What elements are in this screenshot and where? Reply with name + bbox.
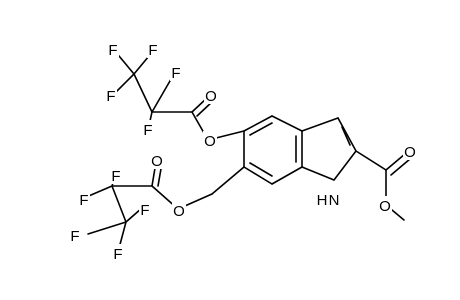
bond: [243, 166, 273, 185]
bond: [249, 162, 273, 177]
bond: [211, 166, 245, 195]
bond: [341, 126, 351, 146]
bond: [87, 221, 127, 235]
atom-fluorine: F: [143, 122, 152, 139]
atom-fluorine: F: [108, 42, 117, 59]
atom-fluorine: F: [79, 192, 88, 209]
atom-labels: F F F F F O O F F F F F O O H N O: [69, 40, 417, 263]
atom-fluorine: F: [140, 202, 149, 219]
bond: [333, 150, 357, 181]
bond: [133, 73, 153, 113]
bond: [355, 150, 387, 171]
atom-nitrogen: N: [329, 192, 340, 209]
atom-fluorine: F: [148, 42, 157, 59]
atom-oxygen: O: [204, 133, 216, 150]
bond: [385, 153, 406, 171]
atom-fluorine: F: [111, 168, 120, 185]
atom-oxygen: O: [404, 144, 416, 161]
atom-oxygen: O: [173, 203, 185, 220]
bond: [271, 166, 303, 185]
atom-fluorine: F: [171, 65, 180, 82]
bond: [390, 158, 411, 176]
bond: [301, 117, 339, 132]
bond: [301, 166, 335, 181]
atom-oxygen: O: [379, 198, 391, 215]
atom-oxygen: O: [151, 153, 163, 170]
atom-fluorine: F: [70, 228, 79, 245]
atom-fluorine: F: [113, 246, 122, 263]
atom-hydrogen: H: [317, 192, 328, 209]
bond: [271, 115, 303, 132]
bond: [337, 117, 357, 152]
atom-oxygen: O: [205, 88, 217, 105]
bond: [249, 122, 273, 136]
bond: [243, 115, 273, 132]
atom-fluorine: F: [106, 88, 115, 105]
bond: [111, 185, 127, 223]
